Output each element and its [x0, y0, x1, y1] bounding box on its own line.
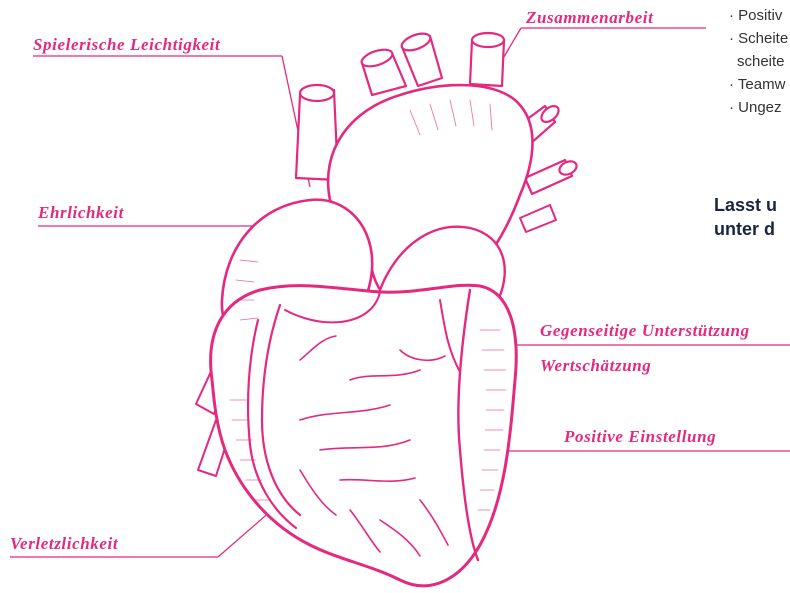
bullet-item: · Teamw [729, 73, 788, 96]
vessel-right-c [520, 205, 556, 232]
callout-line: unter d [714, 217, 777, 241]
label-verletzlichkeit: Verletzlichkeit [10, 534, 118, 554]
callout-heading: Lasst u unter d [714, 193, 777, 241]
label-gegenseitige-unterstuetzung: Gegenseitige Unterstützung [540, 321, 750, 341]
vessel-left-top [300, 85, 334, 101]
bullet-item: · Ungez [729, 96, 788, 119]
vessel-arch-3-top [472, 33, 504, 47]
bullet-item-continuation: scheite [729, 50, 788, 73]
bullet-item: · Scheite [729, 27, 788, 50]
bullet-list: · Positiv · Scheite scheite · Teamw · Un… [729, 4, 788, 119]
label-spielerische-leichtigkeit: Spielerische Leichtigkeit [33, 35, 220, 55]
label-zusammenarbeit: Zusammenarbeit [526, 8, 653, 28]
label-ehrlichkeit: Ehrlichkeit [38, 203, 124, 223]
heart-drawing [196, 30, 579, 586]
bullet-item: · Positiv [729, 4, 788, 27]
label-wertschaetzung: Wertschätzung [540, 356, 651, 376]
callout-line: Lasst u [714, 193, 777, 217]
label-positive-einstellung: Positive Einstellung [564, 427, 716, 447]
